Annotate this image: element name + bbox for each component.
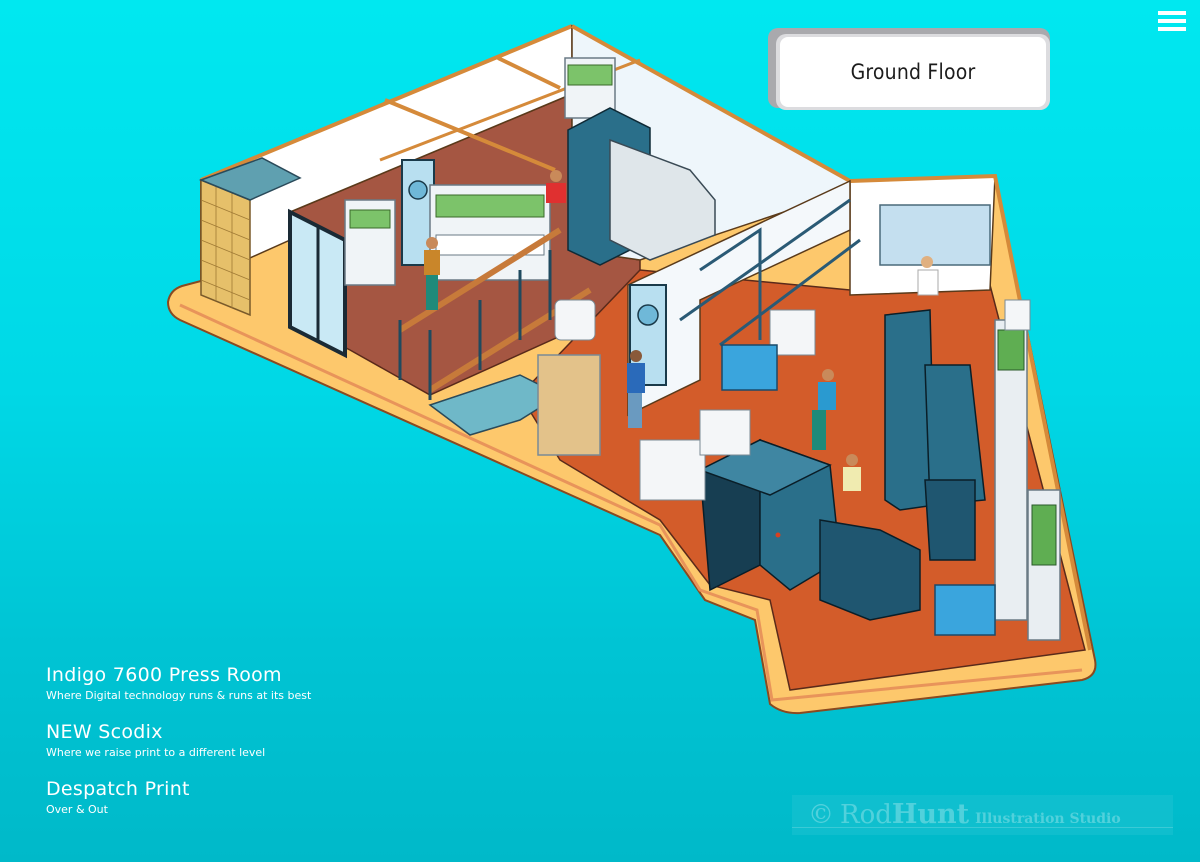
section-link-indigo-press-room[interactable]: Indigo 7600 Press Room Where Digital tec…	[46, 663, 366, 704]
paper-stacks	[554, 299, 1031, 501]
metal-staircase	[679, 198, 861, 347]
floor-label-card: Ground Floor	[768, 28, 1052, 112]
copyright-watermark: © Rod Hunt Illustration Studio	[792, 795, 1173, 835]
scodix-machine	[884, 309, 986, 561]
hamburger-menu-icon-bar	[1158, 19, 1186, 23]
roll-cage	[537, 354, 601, 456]
porthole-door	[401, 159, 435, 266]
watermark-studio: Illustration Studio	[975, 811, 1121, 827]
copyright-icon: ©	[808, 800, 834, 830]
watermark-name-first: Rod	[840, 800, 892, 830]
hamburger-menu-icon-bar	[1158, 11, 1186, 15]
hamburger-menu-icon-bar	[1158, 27, 1186, 31]
section-subtitle: Where Digital technology runs & runs at …	[46, 689, 312, 702]
watermark-name-last: Hunt	[891, 799, 970, 830]
section-title: Indigo 7600 Press Room	[46, 664, 282, 686]
trolleys	[721, 344, 996, 636]
shelving-units	[344, 57, 1061, 641]
indigo-press-back	[567, 107, 716, 266]
section-links: Indigo 7600 Press Room Where Digital tec…	[46, 663, 366, 834]
section-link-despatch-print[interactable]: Despatch Print Over & Out	[46, 777, 366, 818]
hamburger-menu-button[interactable]	[1158, 9, 1186, 33]
indigo-press-front	[698, 438, 921, 621]
section-link-new-scodix[interactable]: NEW Scodix Where we raise print to a dif…	[46, 720, 366, 761]
section-subtitle: Where we raise print to a different leve…	[46, 746, 266, 759]
tiled-block	[200, 178, 251, 317]
section-subtitle: Over & Out	[46, 803, 108, 816]
section-title: Despatch Print	[46, 778, 190, 800]
watermark-rule	[792, 827, 1173, 828]
section-title: NEW Scodix	[46, 721, 163, 743]
workers	[424, 170, 939, 491]
floor-label-text: Ground Floor	[780, 37, 1046, 107]
